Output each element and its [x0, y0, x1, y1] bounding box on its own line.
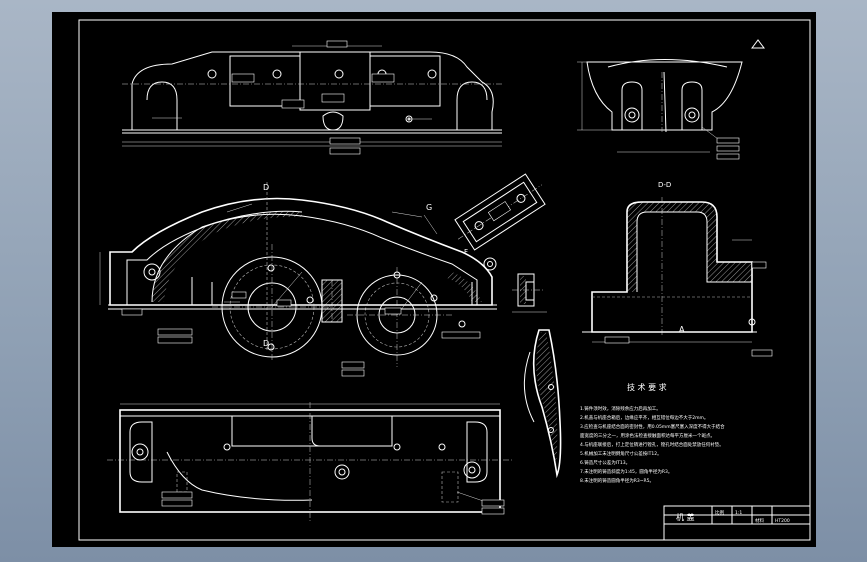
- drawing-border: [78, 19, 811, 541]
- front-view: D D G F: [99, 182, 497, 377]
- tech-req-line: 1.铸件须时效，消除残余应力后再加工。: [580, 405, 661, 412]
- title-block-cell: 材料: [755, 517, 764, 524]
- tech-req-line: 面宽度的三分之一，用涂色法检查接触面积达每平方厘米一个斑点。: [580, 432, 715, 439]
- title-block-part-name: 机 盖: [676, 512, 695, 522]
- section-hh-view: [512, 273, 547, 313]
- title-block: 机 盖 比例 1:1 材料 HT200: [663, 505, 811, 541]
- bottom-view: [107, 402, 512, 522]
- tech-req-line: 3.应检查与机座结合面的密封性，用0.05mm塞尺塞入深度不得大于结合: [580, 423, 725, 430]
- view-label-d-bottom: D: [263, 339, 269, 348]
- drawing-sheet: D D G F D-D A: [52, 12, 816, 547]
- tech-req-line: 8.未注明的铸造圆角半径为R3~R5。: [580, 477, 654, 484]
- view-label-g: G: [426, 203, 432, 212]
- tech-req-line: 4.与机座联接后，打上定位销进行镗孔，镗孔时结合面处禁放任何衬垫。: [580, 441, 724, 448]
- title-block-cell: HT200: [775, 518, 790, 524]
- rib-profile-view: [523, 329, 562, 479]
- tech-req-line: 2.机盖与机座合箱后，边缘应平齐，相互错位每边不大于2mm。: [580, 414, 708, 421]
- title-block-cell: 1:1: [735, 510, 742, 516]
- tech-requirements-title: 技 术 要 求: [627, 382, 667, 392]
- top-view: [122, 40, 502, 155]
- section-dd-view: D-D A: [582, 181, 773, 357]
- view-label-d-top: D: [263, 183, 269, 192]
- tech-req-line: 6.铸造尺寸公差为IT13。: [580, 459, 630, 466]
- title-block-cell: 比例: [715, 509, 724, 516]
- detail-view-tilted: [454, 173, 546, 251]
- tech-req-line: 7.未注明的铸造斜度为1:45，圆角半径为R3。: [580, 468, 672, 475]
- view-label-f: F: [464, 248, 468, 256]
- section-dd-title: D-D: [658, 181, 671, 189]
- tech-req-line: 5.机械加工未注明倒角尺寸公差按IT12。: [580, 450, 662, 457]
- view-label-a: A: [679, 325, 685, 334]
- side-view: [577, 39, 765, 160]
- tech-requirements: 技 术 要 求 1.铸件须时效，消除残余应力后再加工。 2.机盖与机座合箱后，边…: [580, 382, 725, 484]
- cad-drawing: D D G F D-D A: [78, 19, 811, 541]
